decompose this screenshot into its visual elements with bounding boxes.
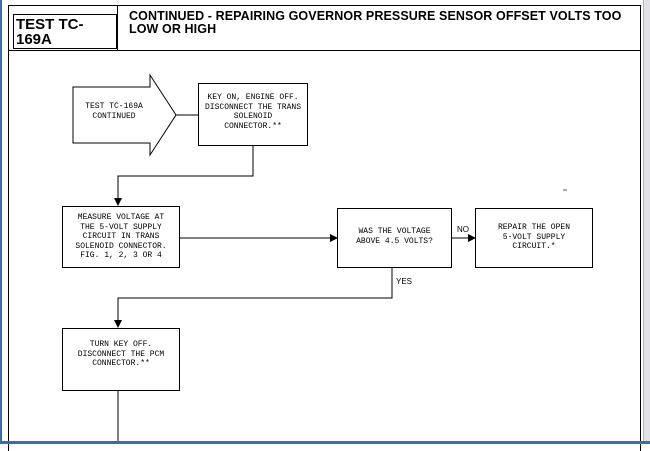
diagram-frame (8, 51, 641, 451)
page-title: CONTINUED - REPAIRING GOVERNOR PRESSURE … (129, 9, 622, 36)
yes-branch-label: YES (396, 277, 413, 286)
start-label: TEST TC-169A CONTINUED (85, 102, 143, 121)
step-key-off: TURN KEY OFF. DISCONNECT THE PCM CONNECT… (62, 328, 180, 391)
decision-voltage-above: WAS THE VOLTAGE ABOVE 4.5 VOLTS? (337, 208, 452, 268)
test-id-label: TEST TC-169A (13, 14, 117, 49)
start-arrow-shape (72, 73, 177, 157)
step-measure-voltage: MEASURE VOLTAGE AT THE 5-VOLT SUPPLY CIR… (62, 206, 180, 268)
step-repair-open-circuit: REPAIR THE OPEN 5-VOLT SUPPLY CIRCUIT.* (475, 208, 593, 268)
arrowhead-measure (114, 198, 122, 206)
connector-keyon-measure (117, 146, 254, 204)
no-branch-label: NO (457, 225, 469, 234)
test-id-cell: TEST TC-169A (9, 6, 118, 50)
header-bar: TEST TC-169A CONTINUED - REPAIRING GOVER… (8, 5, 641, 51)
window-edge-left (0, 0, 2, 444)
arrowhead-keyoff (114, 320, 122, 328)
window-scrollbar-edge[interactable] (643, 0, 650, 444)
arrowhead-question (330, 234, 338, 242)
step-key-on: KEY ON, ENGINE OFF. DISCONNECT THE TRANS… (198, 83, 308, 146)
window-edge-bottom (0, 441, 650, 444)
arrowhead-repair (468, 234, 476, 242)
connector-yes-branch (117, 268, 393, 326)
